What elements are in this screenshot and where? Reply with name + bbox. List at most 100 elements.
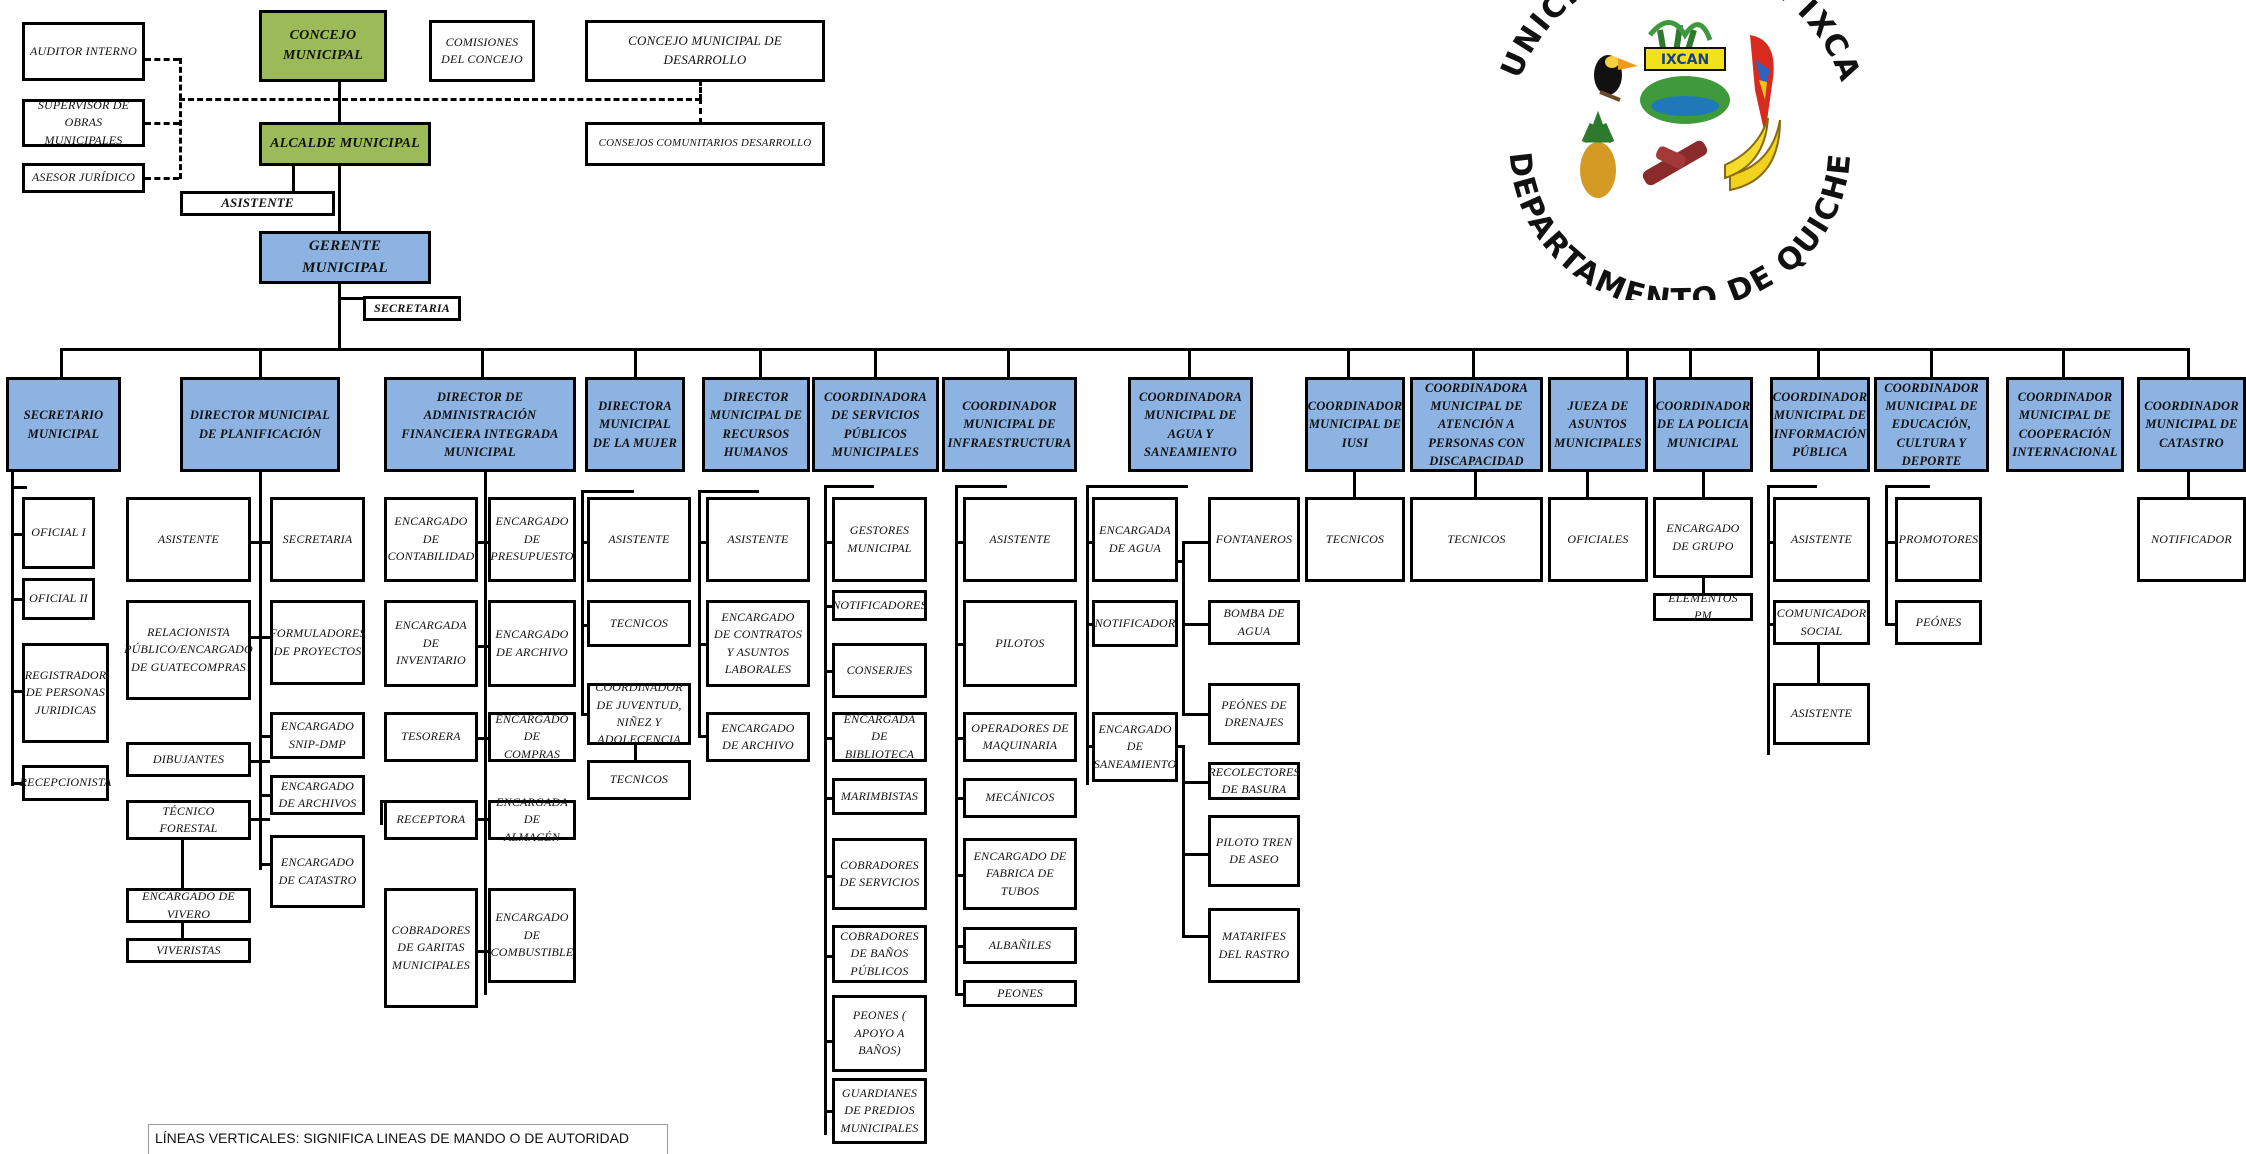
unit-label: PILOTO TREN DE ASEO	[1215, 834, 1293, 866]
unit-label: MECÁNICOS	[985, 790, 1055, 805]
auditor-interno-box: AUDITOR INTERNO	[22, 22, 145, 81]
unit-disc-tecnicos: TECNICOS	[1410, 497, 1543, 582]
dept-servicios-label: COORDINADORA DE SERVICIOS PÚBLICOS MUNIC…	[823, 390, 928, 459]
unit-fontaneros: FONTANEROS	[1208, 497, 1300, 582]
unit-label: PILOTOS	[995, 635, 1045, 650]
dept-agua-label: COORDINADORA MUNICIPAL DE AGUA Y SANEAMI…	[1138, 390, 1243, 459]
dept-iusi-label: COORDINADOR MUNICIPAL DE IUSI	[1307, 399, 1403, 450]
unit-receptora: RECEPTORA	[384, 800, 478, 840]
secretaria-gerencia-label: SECRETARIA	[373, 300, 451, 315]
unit-bomba: BOMBA DE AGUA	[1208, 600, 1300, 645]
unit-label: GESTORES MUNICIPAL	[847, 523, 912, 555]
concejo-desarrollo-box: CONCEJO MUNICIPAL DE DESARROLLO	[585, 20, 825, 82]
unit-tesorera: TESORERA	[384, 712, 478, 762]
unit-infra-peones: PEONES	[963, 980, 1077, 1007]
unit-label: COBRADORES DE GARITAS MUNICIPALES	[391, 922, 471, 972]
dept-jueza-label: JUEZA DE ASUNTOS MUNICIPALES	[1554, 399, 1642, 450]
unit-gestores: GESTORES MUNICIPAL	[832, 497, 927, 582]
unit-contratos: ENCARGADO DE CONTRATOS Y ASUNTOS LABORAL…	[706, 600, 810, 687]
unit-label: ENCARGADO DE CONTRATOS Y ASUNTOS LABORAL…	[713, 609, 803, 676]
dept-secretario-box: SECRETARIO MUNICIPAL	[6, 377, 121, 472]
unit-mujer-asistente: ASISTENTE	[587, 497, 691, 582]
unit-label: ENCARGADO DE COMBUSTIBLE	[490, 910, 574, 960]
unit-marimbistas: MARIMBISTAS	[832, 778, 927, 815]
unit-biblioteca: ENCARGADA DE BIBLIOTECA	[832, 712, 927, 762]
unit-cobradores-servicios: COBRADORES DE SERVICIOS	[832, 838, 927, 910]
dept-rrhh-label: DIRECTOR MUNICIPAL DE RECURSOS HUMANOS	[709, 390, 803, 459]
unit-label: ENCARGADO DE PRESUPUESTO	[490, 514, 574, 564]
unit-label: TÉCNICO FORESTAL	[159, 803, 218, 835]
comisiones-concejo-box: COMISIONES DEL CONCEJO	[429, 20, 535, 82]
unit-label: ENCARGADA DE ALMACÉN	[496, 794, 568, 844]
unit-formuladores: FORMULADORES DE PROYECTOS	[269, 600, 366, 685]
cocodes-label: CONSEJOS COMUNITARIOS DESARROLLO	[598, 137, 812, 150]
unit-label: TECNICOS	[609, 772, 669, 787]
unit-almacen: ENCARGADA DE ALMACÉN	[488, 795, 576, 844]
unit-enc-agua: ENCARGADA DE AGUA	[1092, 497, 1178, 582]
dept-agua-box: COORDINADORA MUNICIPAL DE AGUA Y SANEAMI…	[1128, 377, 1253, 472]
asistente-alcalde-box: ASISTENTE	[180, 191, 335, 216]
unit-label: ENCARGADO DE CATASTRO	[278, 855, 357, 887]
unit-label: CONSERJES	[846, 662, 913, 677]
unit-viveristas: VIVERISTAS	[126, 938, 251, 963]
dept-secretario-label: SECRETARIO MUNICIPAL	[23, 408, 104, 441]
dept-rrhh-box: DIRECTOR MUNICIPAL DE RECURSOS HUMANOS	[702, 377, 810, 472]
unit-jefe-grupo: ENCARGADO DE GRUPO	[1653, 497, 1753, 578]
unit-label: OPERADORES DE MAQUINARIA	[971, 720, 1069, 752]
landscape-lake-icon	[1640, 76, 1730, 124]
unit-label: RELACIONISTA PÚBLICO/ENCARGADO DE GUATEC…	[124, 624, 253, 674]
unit-label: FONTANEROS	[1215, 531, 1293, 546]
unit-label: DIBUJANTES	[152, 751, 225, 766]
svg-text:MUNICIPALIDAD DE IXCAN: MUNICIPALIDAD DE IXCAN	[1480, 0, 1868, 87]
unit-contabilidad: ENCARGADO DE CONTABILIDAD	[384, 497, 478, 582]
unit-label: PEÓNES	[1915, 614, 1962, 629]
unit-combustible: ENCARGADO DE COMBUSTIBLE	[488, 888, 576, 983]
legend-note: LÍNEAS VERTICALES: SIGNIFICA LINEAS DE M…	[148, 1124, 668, 1154]
unit-label: ENCARGADA DE BIBLIOTECA	[843, 711, 916, 761]
dept-policia-label: COORDINADOR DE LA POLICIA MUNICIPAL	[1655, 399, 1751, 450]
unit-compras: ENCARGADO DE COMPRAS	[488, 712, 576, 762]
dept-informacion-box: COORDINADOR MUNICIPAL DE INFORMACIÓN PÚB…	[1770, 377, 1870, 472]
unit-label: ENCARGADO DE SANEAMIENTO	[1093, 721, 1177, 771]
unit-label: TECNICOS	[609, 615, 669, 630]
unit-label: ENCARGADO DE ARCHIVO	[721, 720, 795, 752]
unit-recolectores: RECOLECTORES DE BASURA	[1208, 762, 1300, 800]
unit-label: MARIMBISTAS	[840, 788, 919, 803]
bananas-icon	[1724, 117, 1781, 192]
unit-label: ALBAÑILES	[988, 937, 1052, 952]
unit-label: ENCARGADO SNIP-DMP	[280, 719, 355, 751]
unit-registrador: REGISTRADOR DE PERSONAS JURIDICAS	[22, 643, 109, 743]
dept-planificacion-box: DIRECTOR MUNICIPAL DE PLANIFICACIÓN	[180, 377, 340, 472]
dept-planificacion-label: DIRECTOR MUNICIPAL DE PLANIFICACIÓN	[189, 408, 331, 441]
unit-label: ENCARGADO DE FABRICA DE TUBOS	[973, 848, 1067, 898]
unit-label: ENCARGADA DE AGUA	[1099, 523, 1171, 555]
unit-plan-archivos: ENCARGADO DE ARCHIVOS	[270, 775, 365, 815]
auditor-label: AUDITOR INTERNO	[29, 43, 138, 58]
unit-label: TESORERA	[401, 729, 461, 744]
unit-matarifes: MATARIFES DEL RASTRO	[1208, 908, 1300, 983]
unit-recepcionista: RECEPCIONISTA	[20, 765, 111, 801]
unit-label: OFICIAL II	[29, 591, 88, 606]
unit-label: OFICIALES	[1567, 531, 1629, 546]
unit-plan-catastro: ENCARGADO DE CATASTRO	[270, 835, 365, 908]
svg-text:DEPARTAMENTO DE QUICHE: DEPARTAMENTO DE QUICHE	[1501, 150, 1858, 300]
gerente-municipal-box: GERENTE MUNICIPAL	[259, 231, 431, 284]
unit-edu-peones: PEÓNES	[1895, 600, 1982, 645]
unit-label: PEONES	[997, 985, 1043, 1000]
unit-cobradores-garitas: COBRADORES DE GARITAS MUNICIPALES	[384, 888, 478, 1008]
unit-dibujantes: DIBUJANTES	[126, 742, 251, 777]
dept-dafim-box: DIRECTOR DE ADMINISTRACIÓN FINANCIERA IN…	[384, 377, 576, 472]
unit-label: FORMULADORES DE PROYECTOS	[269, 626, 366, 658]
dept-educacion-box: COORDINADOR MUNICIPAL DE EDUCACIÓN, CULT…	[1874, 377, 1989, 472]
unit-label: TECNICOS	[1447, 531, 1506, 546]
unit-conserjes: CONSERJES	[832, 643, 927, 698]
alcalde-municipal-box: ALCALDE MUNICIPAL	[259, 122, 431, 166]
cocodes-box: CONSEJOS COMUNITARIOS DESARROLLO	[585, 122, 825, 166]
dept-dafim-label: DIRECTOR DE ADMINISTRACIÓN FINANCIERA IN…	[401, 390, 559, 459]
unit-peones-banos: PEONES ( APOYO A BAÑOS)	[832, 995, 927, 1072]
unit-mujer-tecnicos: TECNICOS	[587, 600, 691, 647]
unit-label: ASISTENTE	[1790, 706, 1853, 721]
unit-juventud: COORDINADOR DE JUVENTUD, NIÑEZ Y ADOLECE…	[587, 680, 691, 746]
pineapple-icon	[1580, 110, 1616, 198]
unit-relacionista: RELACIONISTA PÚBLICO/ENCARGADO DE GUATEC…	[124, 600, 253, 700]
